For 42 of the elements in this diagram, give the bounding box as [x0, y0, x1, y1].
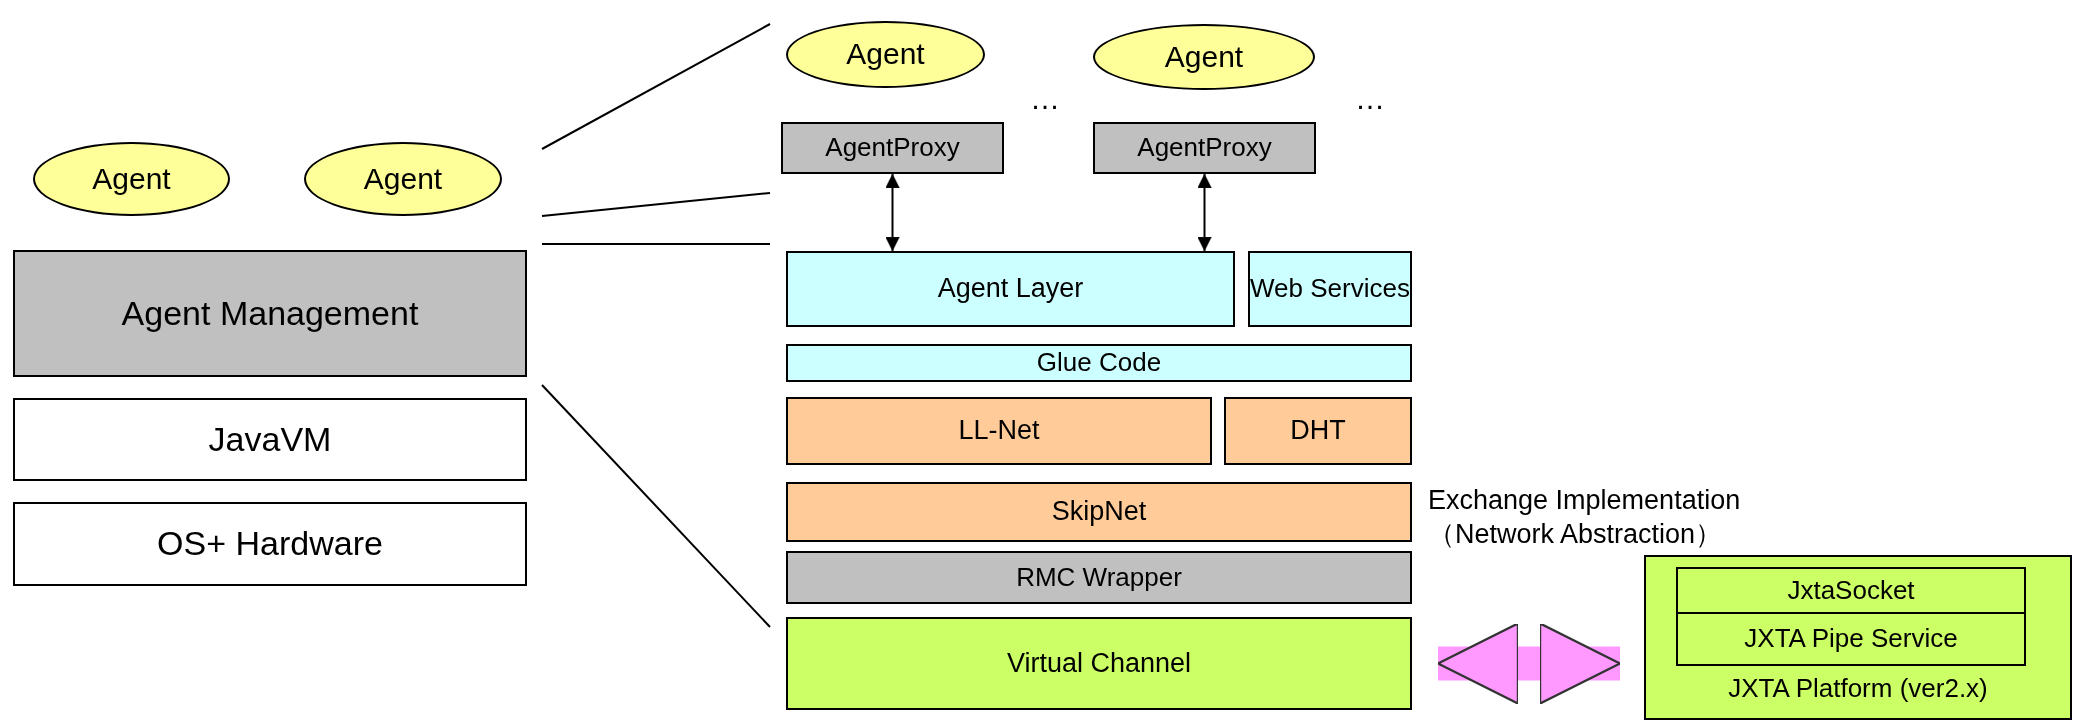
layer-label: DHT	[1290, 415, 1346, 447]
layer-box	[781, 122, 1004, 174]
ellipsis: …	[1355, 81, 1385, 117]
layer-box	[1676, 567, 2026, 614]
layer-box	[786, 617, 1412, 710]
layer-label: Agent	[846, 37, 925, 72]
layer-box	[786, 551, 1412, 604]
layer-box	[1093, 122, 1316, 174]
layer-label: Agent	[1164, 39, 1244, 75]
layer-label: Glue Code	[1036, 348, 1162, 378]
layer-box	[13, 250, 527, 377]
platform-box	[1644, 555, 2072, 720]
layer-label: JXTA Platform (ver2.x)	[1728, 674, 1988, 704]
layer-label: Virtual Channel	[1006, 647, 1192, 679]
layer-box	[786, 251, 1235, 327]
layer-label: Agent Layer	[937, 273, 1084, 305]
layer-label: Web Services	[1250, 274, 1410, 304]
layer-label: JxtaSocket	[1787, 575, 1915, 606]
layer-label: JavaVM	[208, 419, 332, 460]
layer-label: OS+ Hardware	[157, 524, 383, 564]
layer-box	[13, 398, 527, 481]
layer-label: LL-Net	[958, 415, 1040, 447]
layer-label: JXTA Pipe Service	[1744, 624, 1958, 654]
layer-box	[13, 502, 527, 586]
layer-box	[786, 482, 1412, 542]
layer-box	[1248, 251, 1412, 327]
layer-box	[1676, 612, 2026, 666]
layer-box	[786, 397, 1212, 465]
layer-label: Agent Management	[121, 293, 419, 334]
layer-label: RMC Wrapper	[1016, 562, 1182, 593]
annotation-text: Exchange Implementation（Network Abstraction）	[1428, 484, 1742, 551]
layer-label: SkipNet	[1051, 496, 1147, 528]
layer-box	[786, 344, 1412, 382]
layer-label: AgentProxy	[825, 133, 960, 163]
arrow	[885, 173, 900, 252]
layer-label: Agent	[363, 161, 443, 197]
ellipsis: …	[1030, 81, 1060, 117]
layer-label: Agent	[92, 161, 171, 197]
layer-box	[1224, 397, 1412, 465]
block-arrow	[1436, 622, 1622, 705]
arrow	[1197, 173, 1212, 252]
layer-label: AgentProxy	[1137, 133, 1272, 163]
